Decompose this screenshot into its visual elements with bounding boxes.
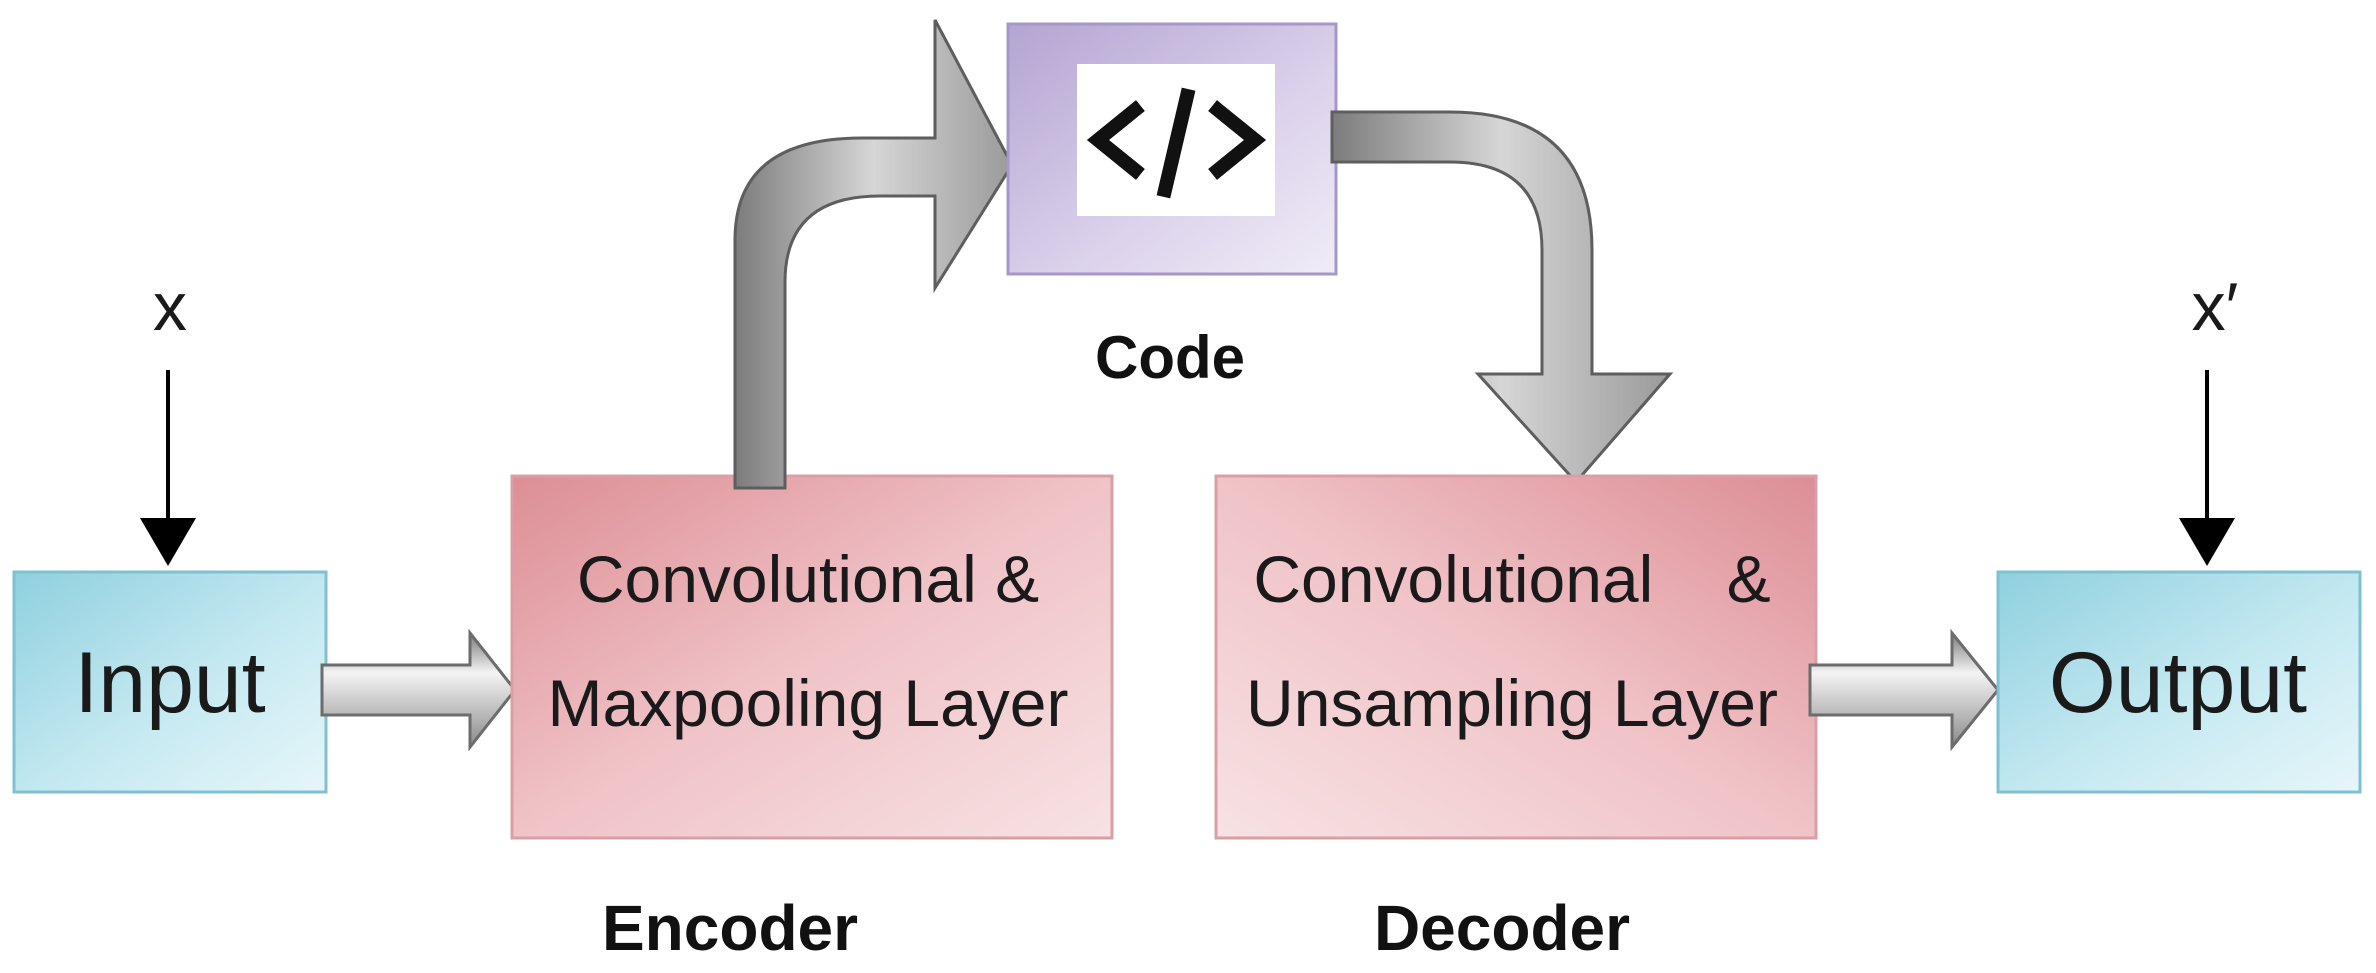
decoder-box bbox=[1214, 474, 1818, 840]
input-box-label: Input bbox=[74, 635, 265, 731]
input-variable-label: x bbox=[153, 269, 187, 345]
code-to-decoder-arrow bbox=[1330, 110, 1674, 485]
code-brackets-icon bbox=[1086, 87, 1267, 199]
encoder-box bbox=[510, 474, 1114, 840]
output-box bbox=[1996, 570, 2362, 794]
decoder-to-output-arrow bbox=[1808, 628, 2000, 752]
output-box-label: Output bbox=[2049, 635, 2307, 731]
encoder-caption: Encoder bbox=[602, 892, 858, 964]
decoder-caption: Decoder bbox=[1374, 892, 1630, 964]
encoder-box-line1: Convolutional & bbox=[577, 542, 1039, 616]
input-variable-arrow bbox=[140, 370, 196, 566]
input-box bbox=[12, 570, 328, 794]
encoder-box-line2: Maxpooling Layer bbox=[548, 666, 1069, 740]
output-variable-label: x′ bbox=[2192, 269, 2239, 345]
encoder-to-code-arrow bbox=[733, 19, 1014, 490]
decoder-box-line2: Unsampling Layer bbox=[1246, 666, 1778, 740]
decoder-box-line1: Convolutional & bbox=[1253, 542, 1770, 616]
code-label: Code bbox=[1095, 324, 1245, 391]
input-to-encoder-arrow bbox=[320, 628, 517, 752]
output-variable-arrow bbox=[2179, 370, 2235, 566]
